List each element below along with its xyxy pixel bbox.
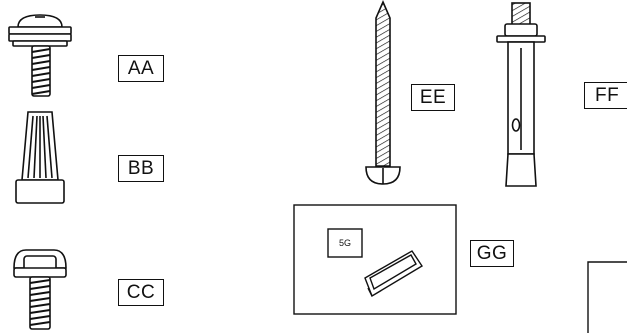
label-cc: CC (118, 279, 164, 306)
wood-screw-icon (365, 0, 401, 185)
package-tag-box (327, 228, 363, 258)
label-aa: AA (118, 55, 164, 82)
label-ee: EE (411, 84, 455, 111)
package-tag-label: 5G (338, 237, 351, 248)
pan-head-screw-icon (13, 249, 67, 330)
label-ff: FF (584, 82, 627, 109)
label-bb: BB (118, 155, 164, 182)
pan-head-screw-with-washer-icon (8, 14, 72, 97)
expansion-anchor-bolt-icon (496, 2, 546, 187)
wire-nut-icon (15, 111, 65, 204)
wedge-in-package-icon (293, 204, 457, 315)
label-gg: GG (470, 240, 514, 267)
partial-box-outline (587, 261, 627, 333)
